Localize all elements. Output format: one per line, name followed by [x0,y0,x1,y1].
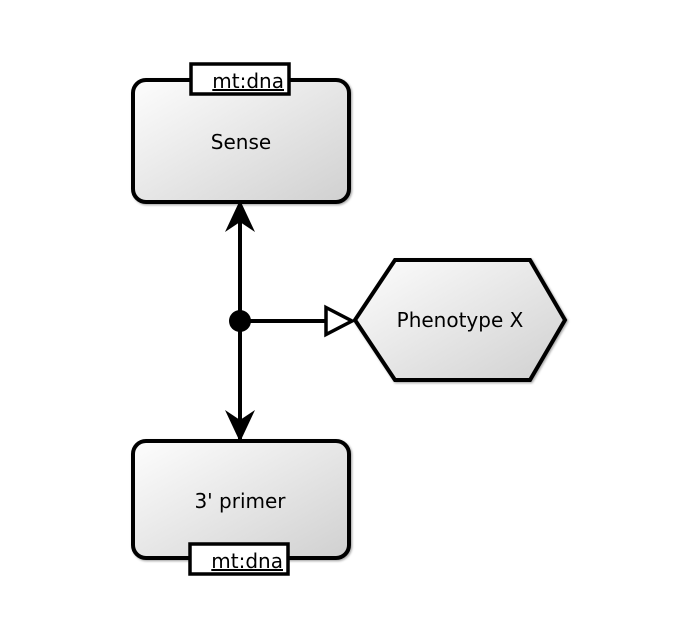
primer-dna-tag[interactable] [188,542,290,576]
primer-node[interactable]: mt:dna 3' primer [131,439,351,576]
sense-dna-tag[interactable] [189,62,291,96]
anchor-point[interactable] [229,310,251,332]
arrowhead-up-icon [225,200,255,232]
phenotype-node[interactable]: Phenotype X [352,258,568,382]
sense-dna-tag-label: mt:dna [212,69,284,93]
primer-dna-tag-label: mt:dna [211,549,283,573]
sense-label: Sense [211,130,271,154]
arrowhead-down-icon [225,410,255,442]
phenotype-label: Phenotype X [397,308,524,332]
primer-label: 3' primer [194,489,286,513]
open-arrowhead-icon [324,304,356,338]
phenotype-node-shape[interactable] [352,258,568,382]
sense-node[interactable]: mt:dna Sense [131,62,351,204]
stimulation-edge[interactable] [229,304,356,338]
